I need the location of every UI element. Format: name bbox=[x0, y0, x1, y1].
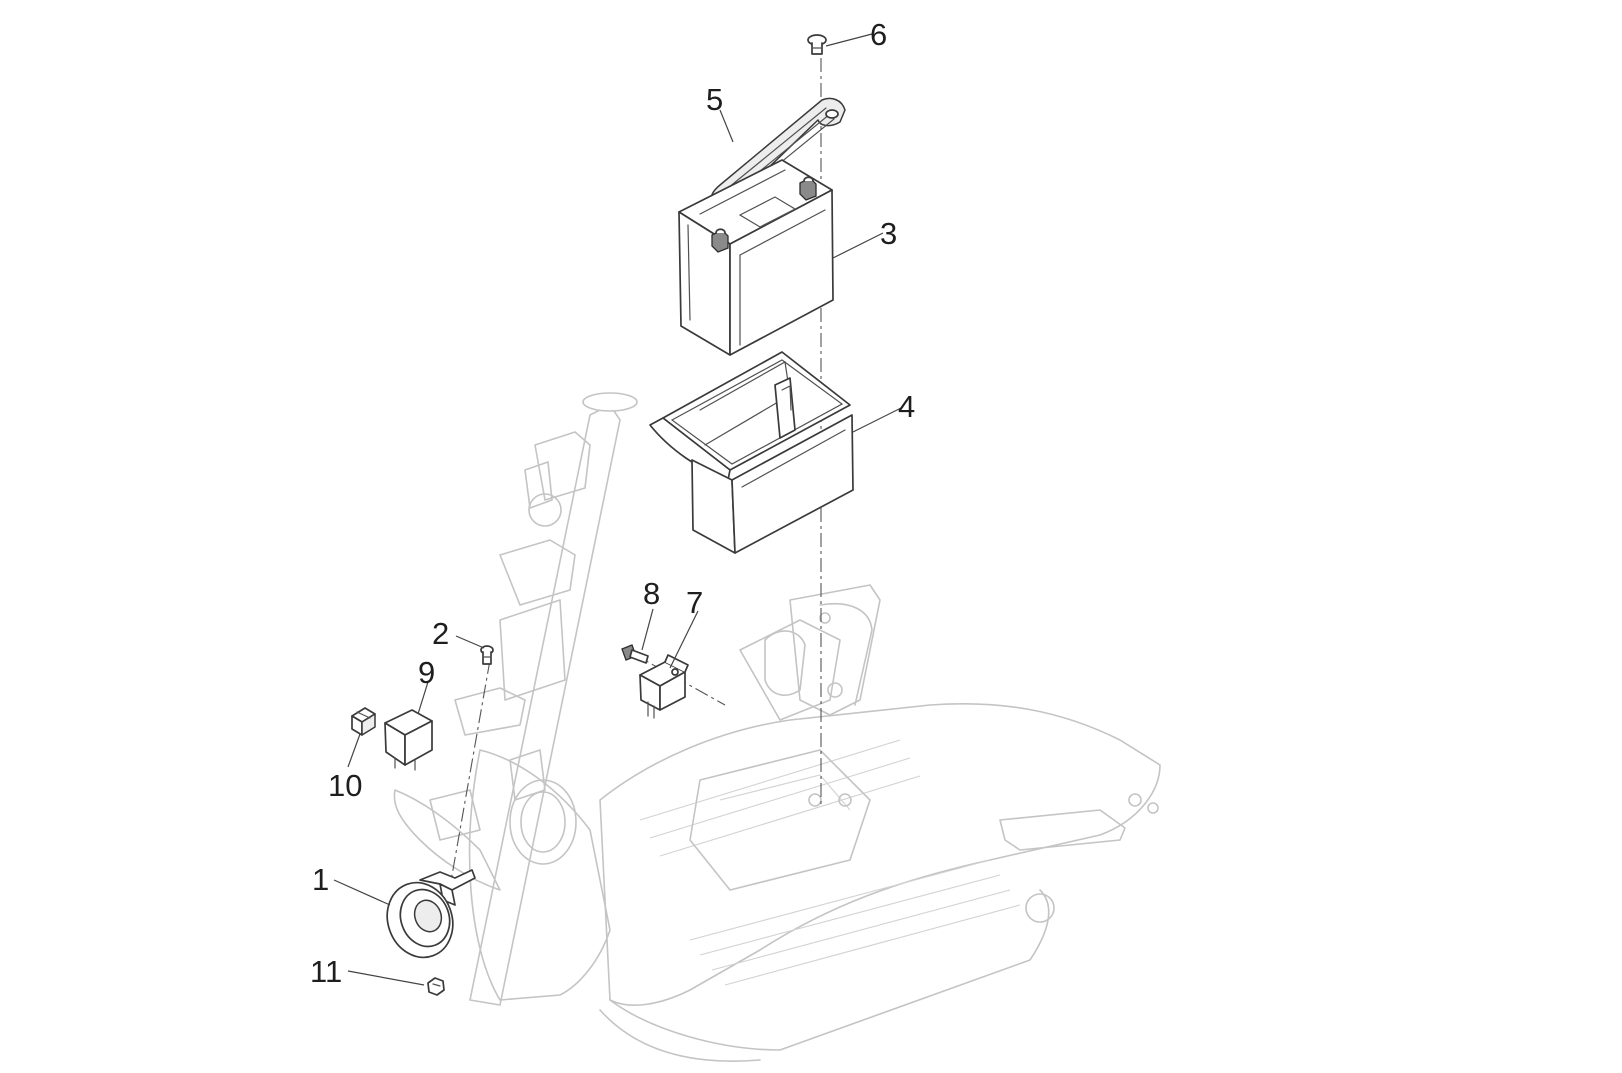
callout-11: 11 bbox=[310, 954, 342, 989]
callout-2: 2 bbox=[432, 616, 449, 651]
leader-6 bbox=[825, 33, 873, 47]
callout-5: 5 bbox=[706, 82, 723, 117]
callout-9: 9 bbox=[418, 655, 435, 690]
callout-7: 7 bbox=[686, 585, 703, 620]
screw-part-6 bbox=[807, 34, 827, 55]
callout-6: 6 bbox=[870, 17, 887, 52]
fuse-part-10 bbox=[351, 707, 376, 736]
screw-part-2 bbox=[480, 645, 494, 665]
callout-1: 1 bbox=[312, 862, 329, 897]
horn-part-1 bbox=[386, 869, 476, 959]
leader-5 bbox=[719, 109, 734, 143]
leader-8 bbox=[641, 608, 654, 651]
callout-4: 4 bbox=[898, 389, 915, 424]
callout-10: 10 bbox=[328, 768, 362, 803]
relay-part-9 bbox=[384, 709, 433, 771]
leader-9 bbox=[417, 681, 429, 715]
callout-3: 3 bbox=[880, 216, 897, 251]
leader-lines bbox=[333, 33, 904, 986]
leader-11 bbox=[347, 970, 425, 986]
scooter-frame-ghost bbox=[393, 392, 1161, 1062]
callout-8: 8 bbox=[643, 576, 660, 611]
bolt-part-8 bbox=[621, 644, 649, 664]
leader-4 bbox=[852, 406, 904, 433]
leader-7 bbox=[669, 610, 699, 669]
callout-labels: 1 2 3 4 5 6 7 8 9 10 11 bbox=[310, 17, 915, 989]
nut-part-11 bbox=[427, 977, 445, 996]
battery-box-part-4 bbox=[649, 351, 854, 554]
leader-2 bbox=[455, 635, 485, 649]
leader-1 bbox=[333, 879, 391, 906]
leader-3 bbox=[832, 232, 884, 259]
relay-part-7 bbox=[639, 654, 689, 719]
horn-axis-line bbox=[444, 659, 491, 916]
leader-10 bbox=[347, 733, 361, 768]
battery-part-3 bbox=[678, 159, 834, 356]
